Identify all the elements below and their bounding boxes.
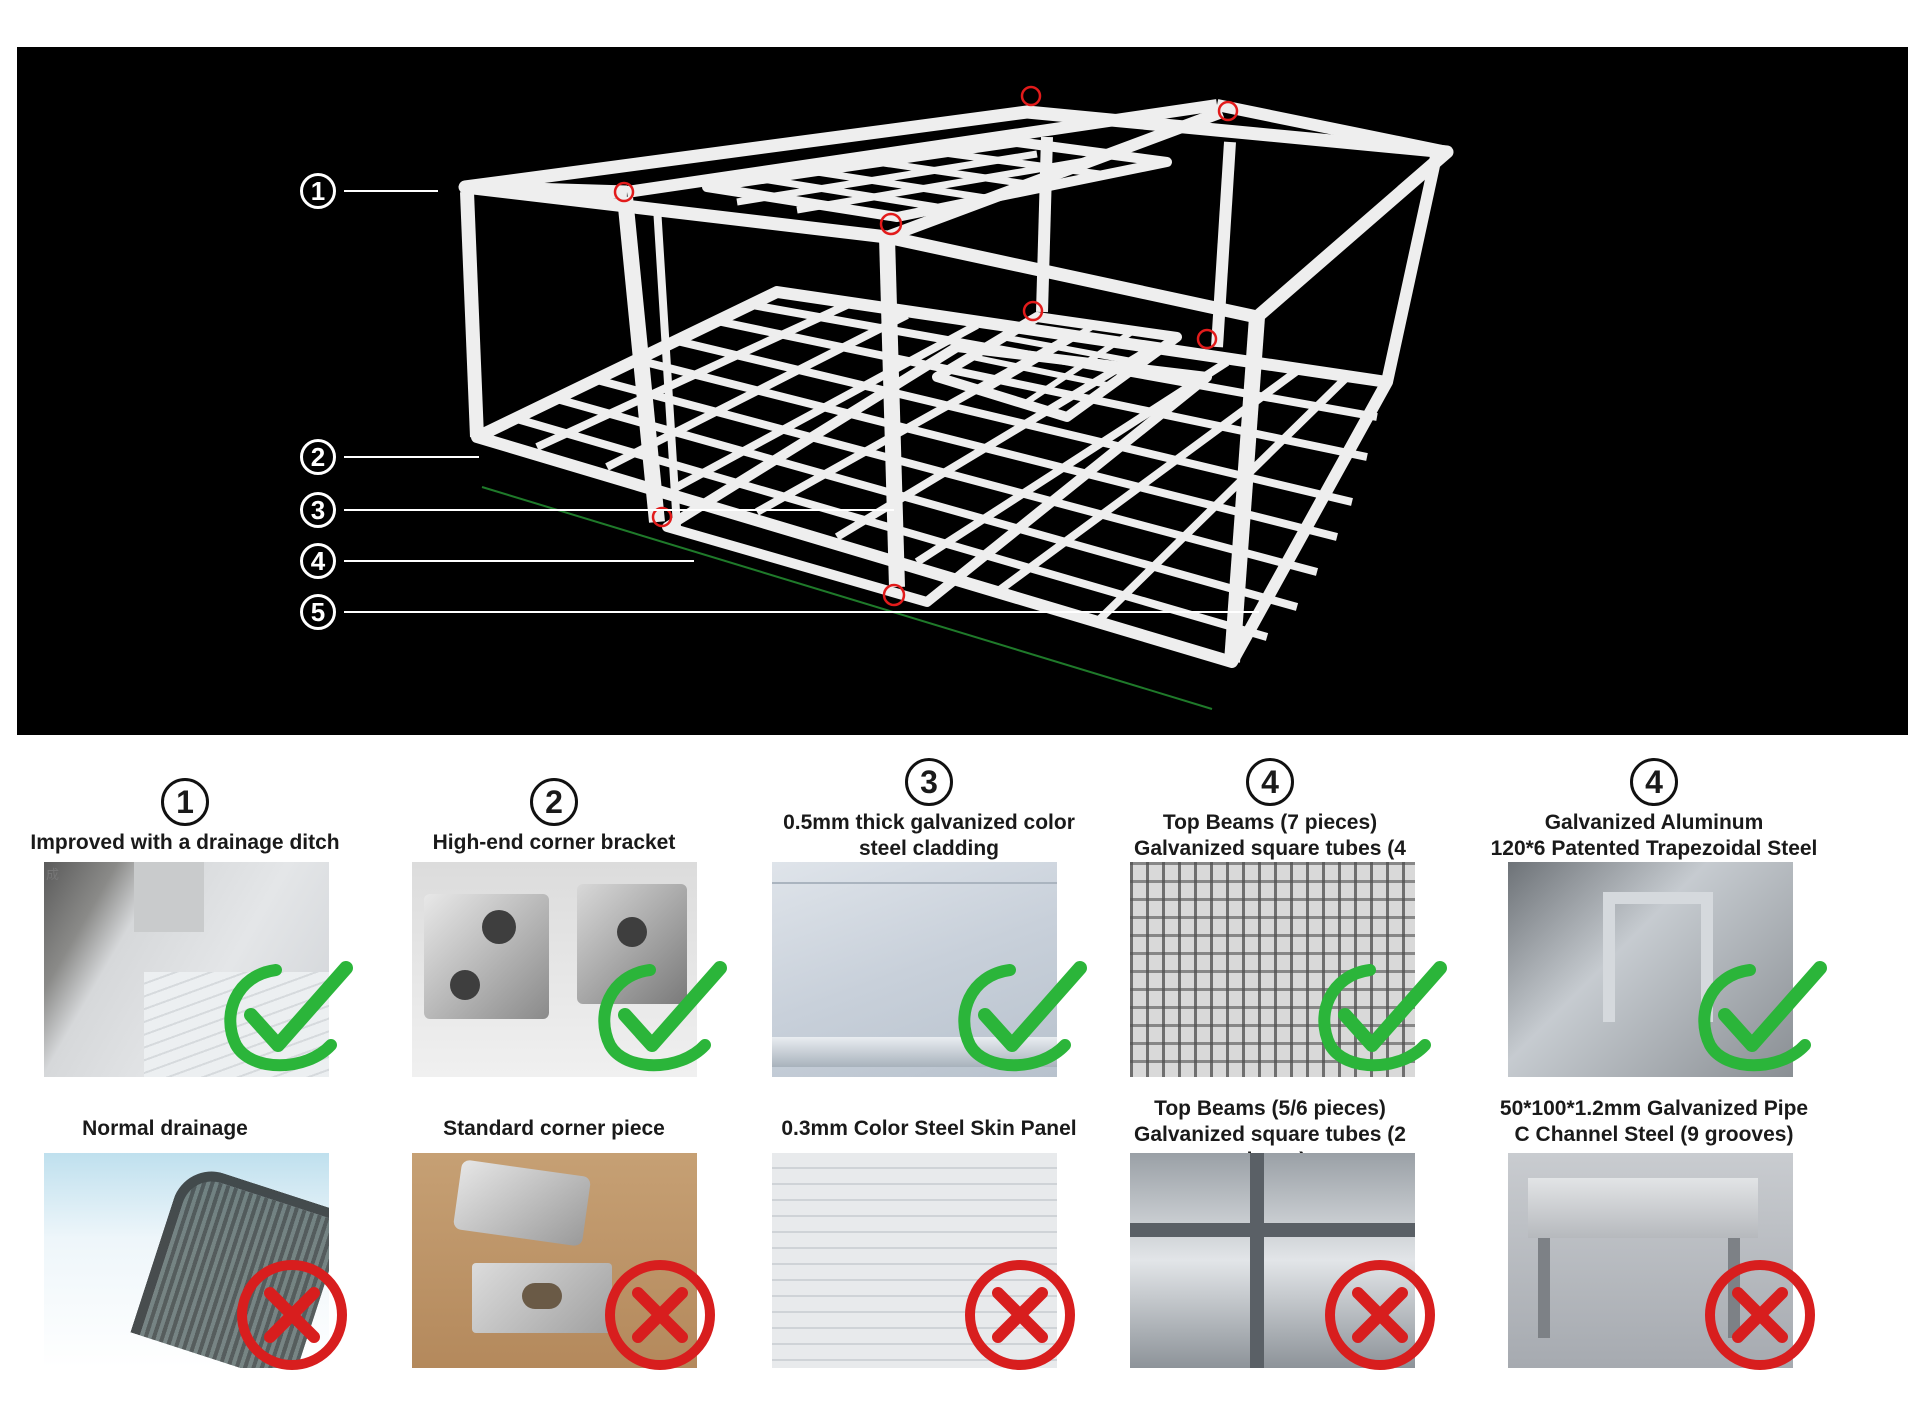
callout-badge: 5 [300, 594, 336, 630]
comparison-column-2-bad: Standard corner piece [389, 1116, 719, 1142]
good-caption: Galvanized Aluminum 120*6 Patented Trape… [1490, 811, 1818, 860]
container-frame-drawing [458, 85, 1454, 710]
top-beams-good-photo [1130, 862, 1415, 1077]
good-caption: 0.5mm thick galvanized color steel cladd… [783, 811, 1075, 860]
bad-caption: 0.3mm Color Steel Skin Panel [781, 1117, 1077, 1140]
callout-1: 1 [300, 173, 438, 209]
callout-badge: 3 [300, 492, 336, 528]
green-check-icon [598, 961, 727, 1072]
bad-caption: 50*100*1.2mm Galvanized Pipe C Channel S… [1499, 1097, 1809, 1146]
bad-caption: Normal drainage [82, 1117, 248, 1140]
callout-5: 5 [300, 594, 1259, 630]
red-cross-icon [1325, 1260, 1435, 1370]
red-cross-icon [605, 1260, 715, 1370]
comparison-column-2: 2 High-end corner bracket [389, 778, 719, 856]
comparison-column-3-bad: 0.3mm Color Steel Skin Panel [764, 1116, 1094, 1142]
good-caption: Improved with a drainage ditch [30, 831, 340, 854]
photo-watermark-text: 成 [46, 867, 60, 882]
red-cross-icon [1705, 1260, 1815, 1370]
green-check-icon [1698, 961, 1827, 1072]
red-circle-marker [613, 85, 1239, 607]
standard-corner-photo [412, 1153, 697, 1368]
green-check-icon [958, 961, 1087, 1072]
callout-2: 2 [300, 439, 479, 475]
bad-caption: Standard corner piece [443, 1117, 665, 1140]
red-cross-icon [237, 1260, 347, 1370]
callout-3: 3 [300, 492, 894, 528]
number-badge: 4 [1630, 758, 1678, 806]
number-badge: 4 [1246, 758, 1294, 806]
red-cross-icon [965, 1260, 1075, 1370]
comparison-column-5-bad: 50*100*1.2mm Galvanized Pipe C Channel S… [1489, 1096, 1819, 1148]
comparison-column-5: 4 Galvanized Aluminum 120*6 Patented Tra… [1489, 758, 1819, 862]
comparison-column-3: 3 0.5mm thick galvanized color steel cla… [764, 758, 1094, 862]
callout-badge: 2 [300, 439, 336, 475]
c-channel-photo [1508, 1153, 1793, 1368]
comparison-column-1: 1 Improved with a drainage ditch [20, 778, 350, 856]
comparison-column-1-bad: Normal drainage [0, 1116, 330, 1142]
green-check-icon [1318, 961, 1447, 1072]
number-badge: 3 [905, 758, 953, 806]
green-check-icon [224, 961, 353, 1072]
hero-frame-illustration: 1 2 3 4 5 [17, 47, 1908, 735]
number-badge: 2 [530, 778, 578, 826]
callout-4: 4 [300, 543, 694, 579]
number-badge: 1 [161, 778, 209, 826]
good-caption: High-end corner bracket [432, 831, 676, 854]
callout-badge: 1 [300, 173, 336, 209]
callout-badge: 4 [300, 543, 336, 579]
